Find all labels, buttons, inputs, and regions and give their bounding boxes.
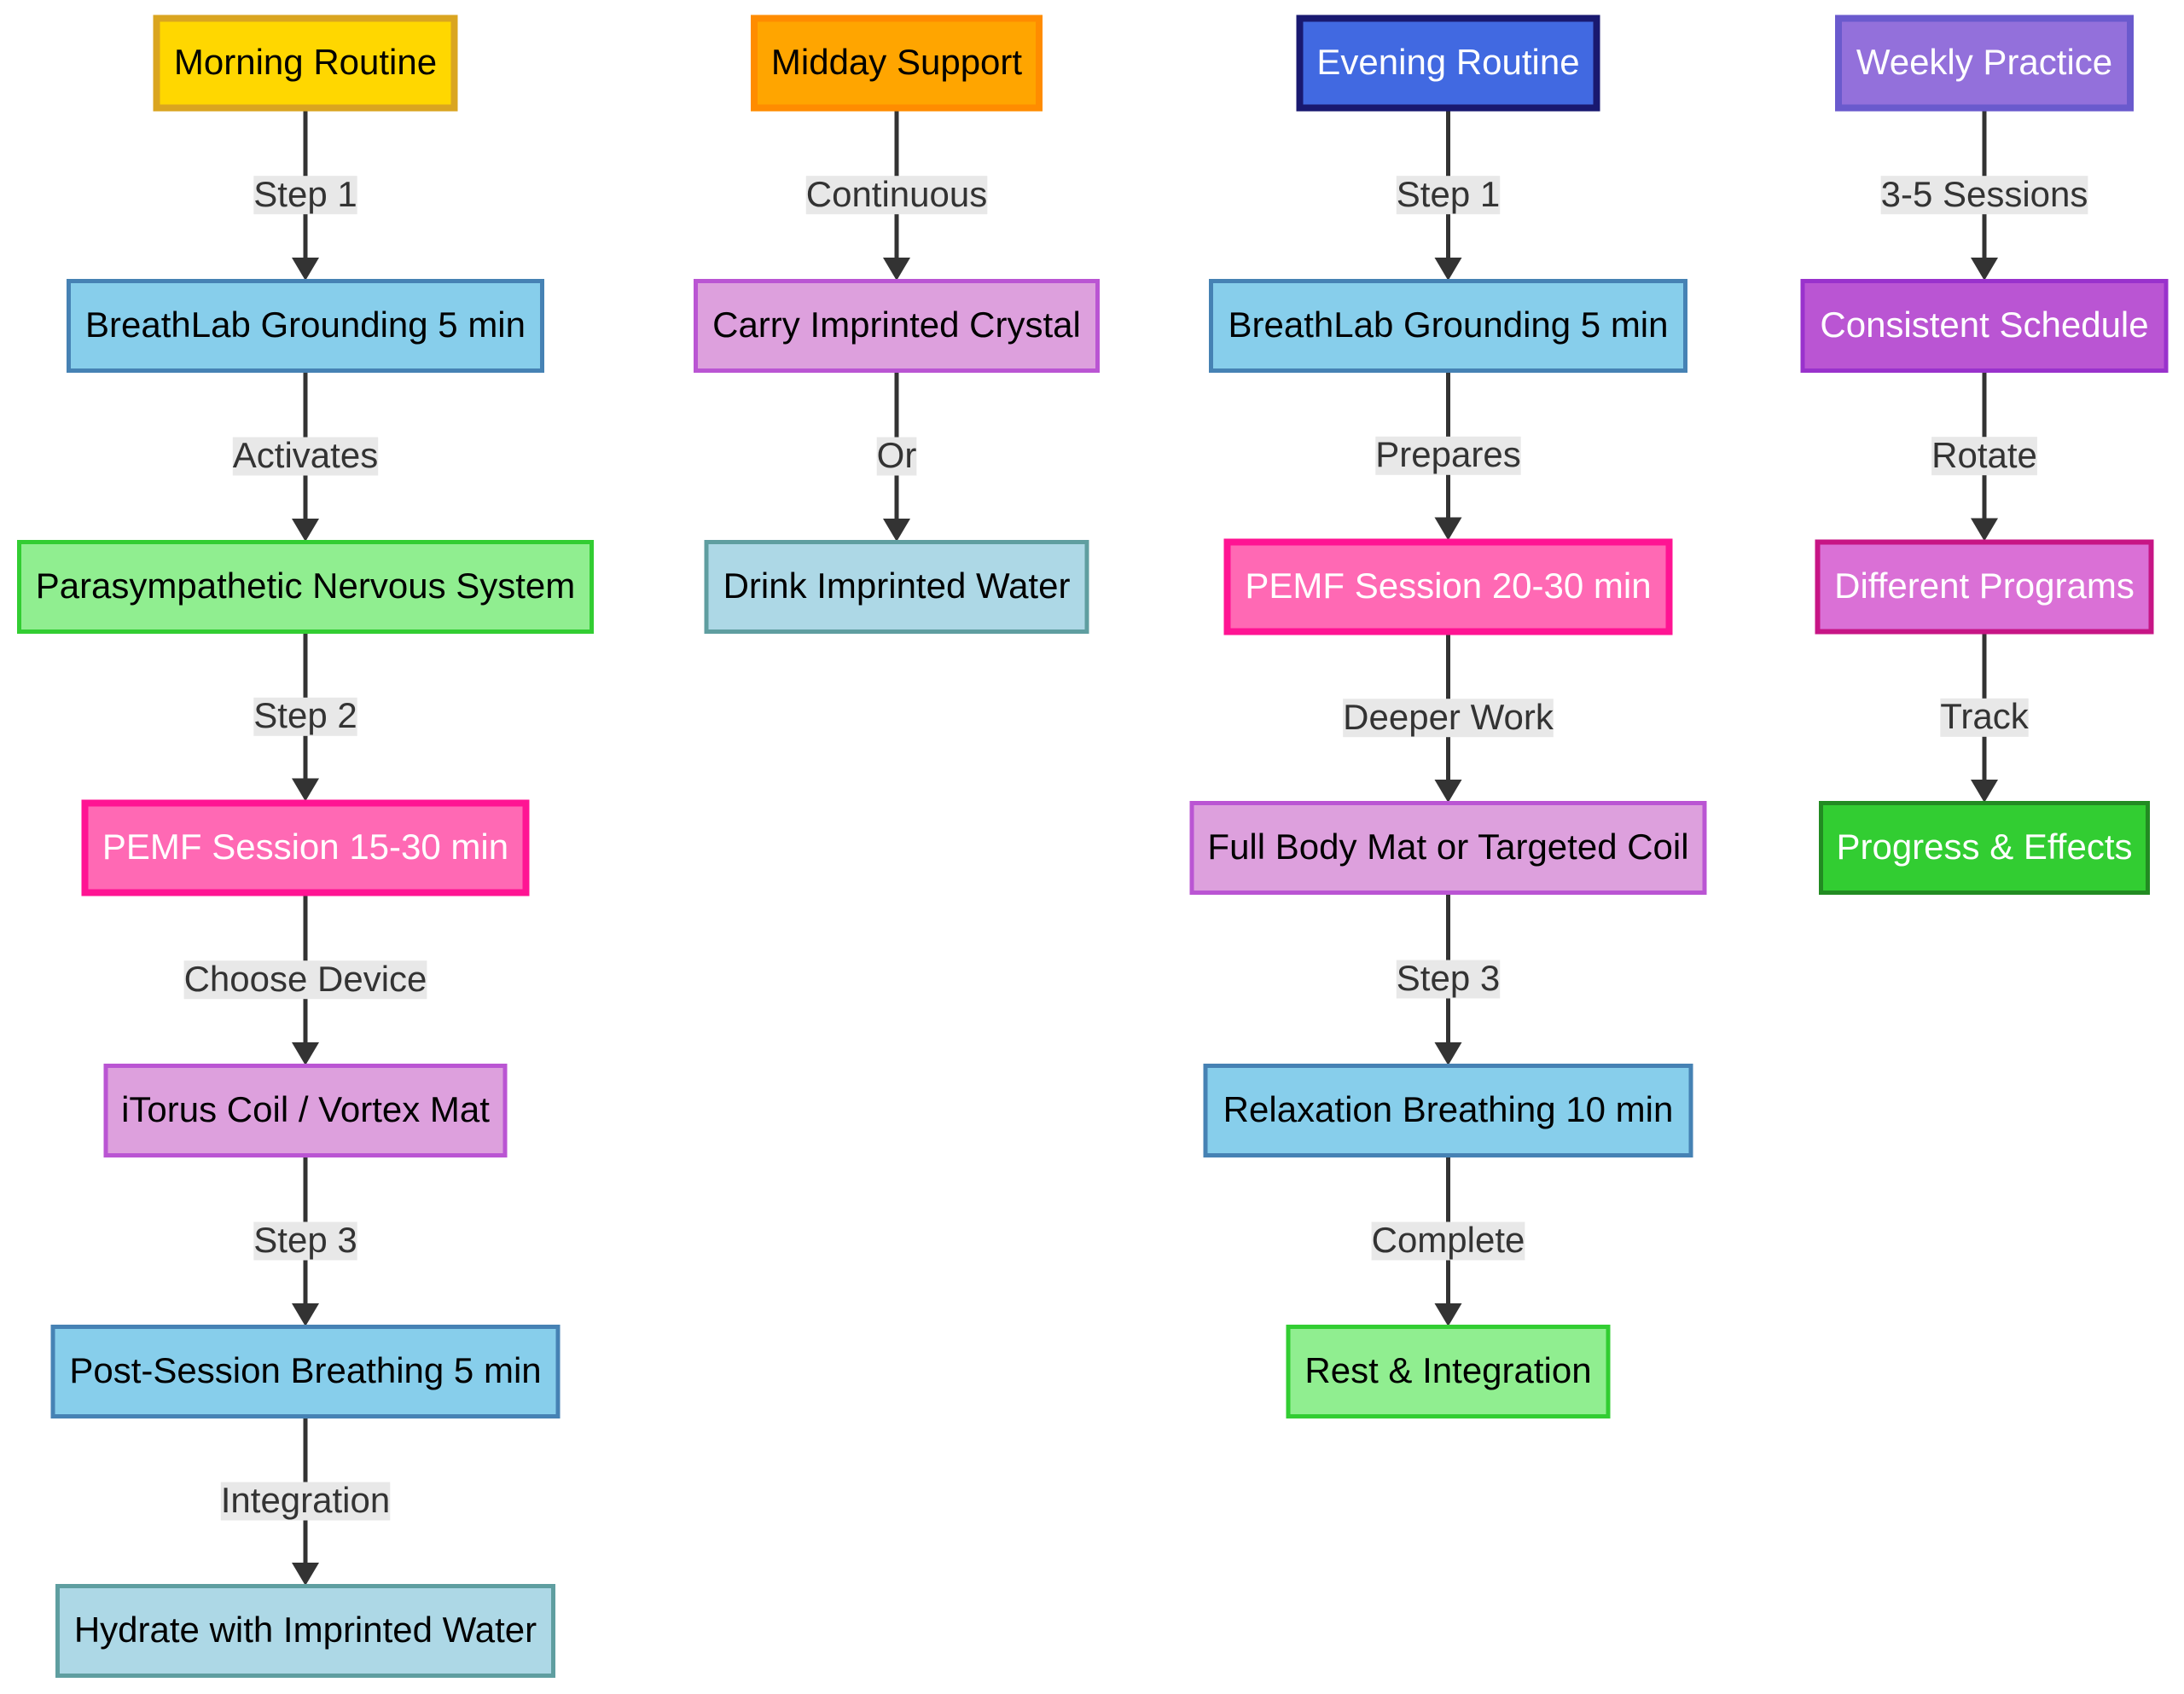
svg-text:Progress & Effects: Progress & Effects [1836,827,2132,867]
svg-text:Drink Imprinted Water: Drink Imprinted Water [723,566,1071,606]
svg-text:PEMF Session 20-30 min: PEMF Session 20-30 min [1245,566,1651,606]
svg-text:Rest & Integration: Rest & Integration [1304,1350,1591,1390]
svg-text:Carry Imprinted Crystal: Carry Imprinted Crystal [712,305,1081,345]
svg-text:Midday Support: Midday Support [771,42,1022,82]
svg-text:Choose Device: Choose Device [184,959,427,999]
svg-text:Activates: Activates [233,435,378,475]
svg-text:Post-Session Breathing 5 min: Post-Session Breathing 5 min [69,1350,541,1390]
svg-text:Step 2: Step 2 [253,695,357,735]
svg-text:Track: Track [1940,696,2029,736]
svg-text:Morning Routine: Morning Routine [174,42,437,82]
svg-text:Or: Or [877,435,917,475]
svg-text:Full Body Mat or Targeted Coil: Full Body Mat or Targeted Coil [1207,827,1688,867]
svg-text:BreathLab Grounding 5 min: BreathLab Grounding 5 min [1228,305,1669,345]
svg-text:Evening Routine: Evening Routine [1316,42,1579,82]
svg-text:Step 3: Step 3 [253,1220,357,1260]
svg-text:Rotate: Rotate [1931,435,2037,475]
svg-text:Weekly Practice: Weekly Practice [1856,42,2112,82]
svg-text:Continuous: Continuous [806,174,987,214]
svg-text:Integration: Integration [221,1480,390,1520]
svg-text:Prepares: Prepares [1375,434,1520,474]
svg-text:Step 3: Step 3 [1397,958,1500,998]
svg-text:Relaxation Breathing 10 min: Relaxation Breathing 10 min [1223,1089,1674,1129]
svg-text:Step 1: Step 1 [253,174,357,214]
svg-text:Consistent Schedule: Consistent Schedule [1820,305,2148,345]
svg-text:Complete: Complete [1372,1220,1525,1260]
svg-text:Step 1: Step 1 [1397,174,1500,214]
svg-text:BreathLab Grounding 5 min: BreathLab Grounding 5 min [85,305,526,345]
svg-text:PEMF Session 15-30 min: PEMF Session 15-30 min [102,827,508,867]
svg-text:Hydrate with Imprinted Water: Hydrate with Imprinted Water [74,1610,537,1650]
svg-text:Different Programs: Different Programs [1834,566,2135,606]
svg-text:iTorus Coil / Vortex Mat: iTorus Coil / Vortex Mat [121,1089,490,1129]
svg-text:Parasympathetic Nervous System: Parasympathetic Nervous System [36,566,576,606]
svg-text:3-5 Sessions: 3-5 Sessions [1881,174,2088,214]
svg-text:Deeper Work: Deeper Work [1343,697,1554,737]
